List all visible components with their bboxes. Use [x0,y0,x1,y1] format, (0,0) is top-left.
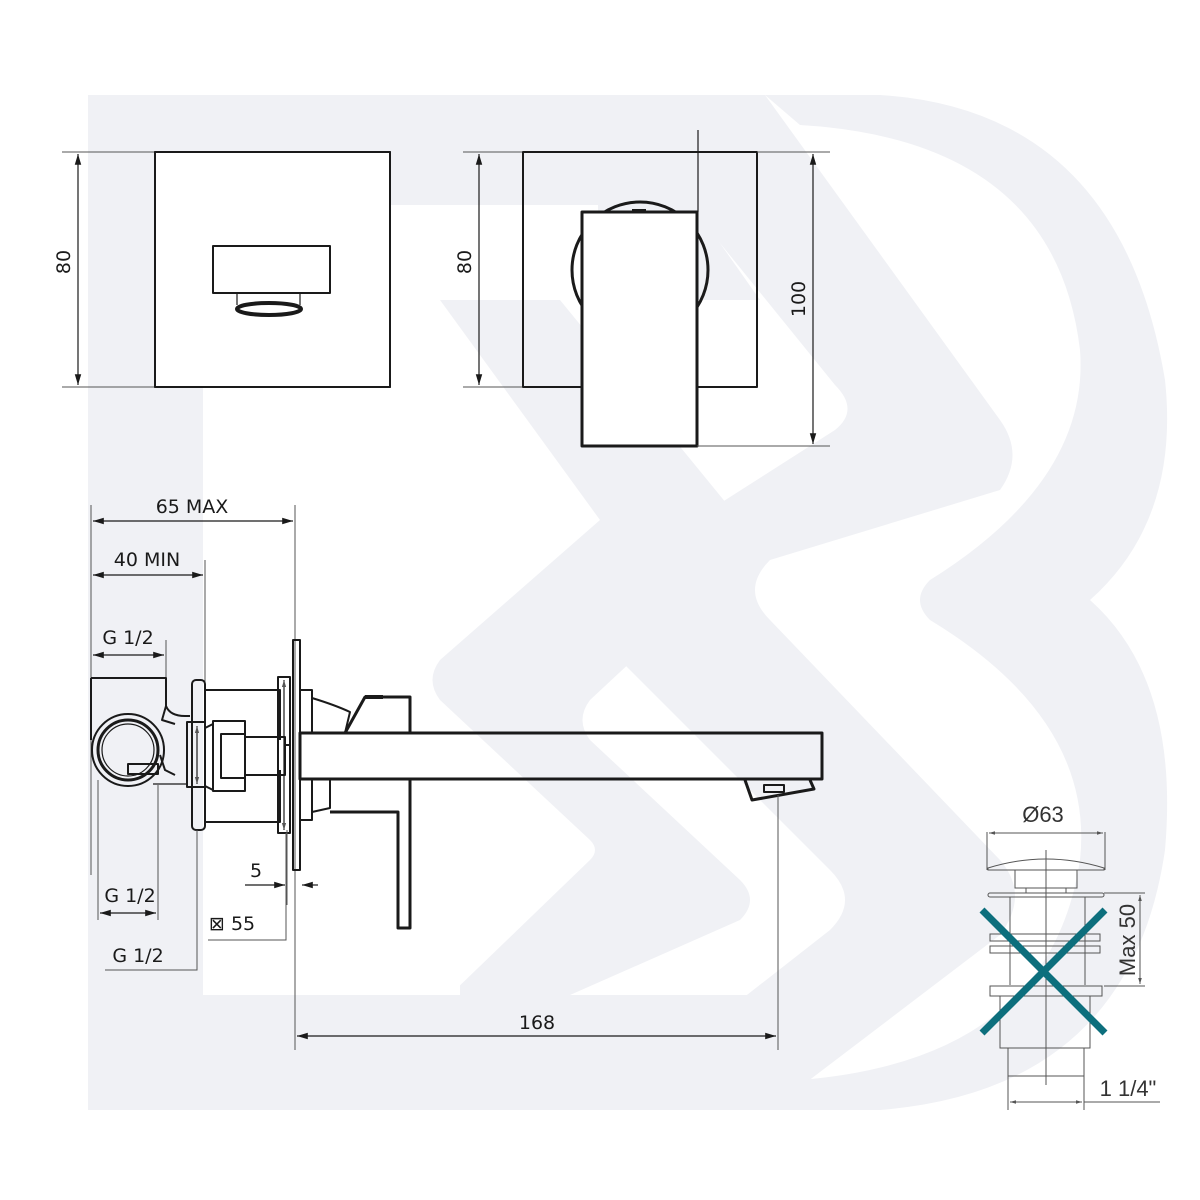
front-view: 80 [53,151,391,388]
dim-g12-bottom-left: G 1/2 [104,885,155,907]
dim-168: 168 [519,1012,555,1034]
dim-square-55: ⊠ 55 [209,913,255,935]
handle-view-total-height-dim: 100 [788,281,810,317]
dim-65-max: 65 MAX [156,496,229,518]
dim-g12-bottom: G 1/2 [112,945,163,967]
dim-max-50: Max 50 [1115,904,1140,976]
side-view: 65 MAX 40 MIN G 1/2 [90,496,824,1050]
dim-40-min: 40 MIN [114,549,180,571]
dim-diameter-63: Ø63 [1022,802,1064,827]
dim-g12-top: G 1/2 [102,627,153,649]
drain-view: Ø63 Max 50 1 1/4" [979,802,1160,1110]
handle-view-plate-height-dim: 80 [454,250,476,274]
dim-5: 5 [250,860,262,882]
front-view-height-dim: 80 [53,250,75,274]
dim-thread-1-1-4: 1 1/4" [1100,1076,1157,1101]
handle-view: 80 100 [454,130,830,448]
